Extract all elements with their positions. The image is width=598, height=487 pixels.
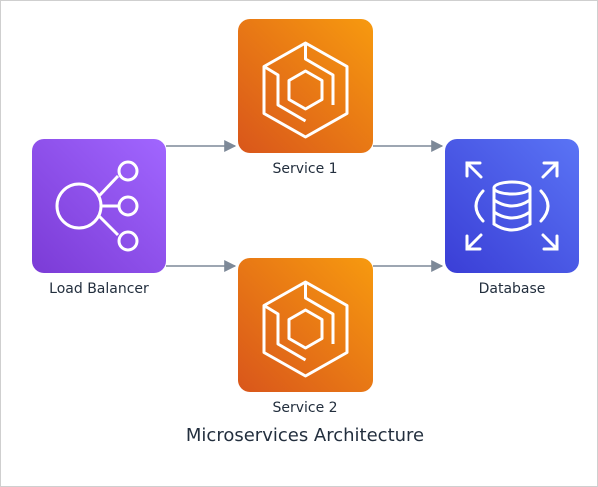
load-balancer-tile [32, 139, 166, 273]
ecs-service-icon [262, 41, 349, 139]
service-2-tile [238, 258, 373, 392]
edges [166, 140, 444, 272]
node-service-1[interactable]: Service 1 [238, 19, 373, 177]
node-database[interactable]: Database [445, 139, 579, 297]
service-1-tile [238, 19, 373, 153]
database-label: Database [479, 281, 546, 297]
load-balancer-icon [55, 160, 139, 252]
service-1-label: Service 1 [272, 161, 337, 177]
load-balancer-label: Load Balancer [49, 281, 149, 297]
diagram-title: Microservices Architecture [186, 425, 424, 446]
ecs-service-icon [262, 280, 349, 378]
node-load-balancer[interactable]: Load Balancer [32, 139, 166, 297]
node-service-2[interactable]: Service 2 [238, 258, 373, 416]
service-2-label: Service 2 [272, 400, 337, 416]
database-icon [465, 161, 559, 251]
